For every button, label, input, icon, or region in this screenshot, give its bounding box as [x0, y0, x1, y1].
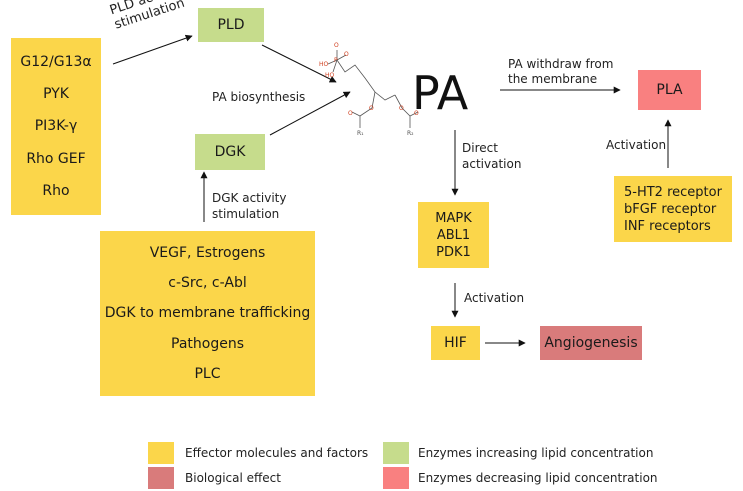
effector-dgk-trafficking: DGK to membrane trafficking — [104, 305, 311, 322]
effectors-box-pld: G12/G13α PYK PI3K-γ Rho GEF Rho — [11, 38, 101, 215]
direct-activation-label: Direct activation — [462, 141, 522, 171]
effectors-box-dgk: VEGF, Estrogens c-Src, c-Abl DGK to memb… — [100, 231, 315, 396]
effector-pyk: PYK — [43, 86, 69, 103]
svg-text:R₁: R₁ — [357, 130, 364, 137]
svg-text:O: O — [414, 110, 419, 117]
svg-text:O: O — [334, 42, 339, 49]
svg-text:O: O — [399, 105, 404, 112]
effector-plc: PLC — [194, 365, 221, 382]
receptor-5ht2: 5-HT2 receptor — [624, 184, 722, 200]
effector-vegf: VEGF, Estrogens — [149, 245, 266, 262]
svg-text:O: O — [344, 51, 349, 58]
kinase-pdk1: PDK1 — [436, 244, 471, 260]
activation-hif-label: Activation — [464, 291, 525, 305]
hif-box: HIF — [431, 326, 480, 360]
kinase-abl1: ABL1 — [436, 227, 471, 243]
effector-rho: Rho — [42, 182, 70, 199]
legend-swatch-effector — [148, 442, 174, 464]
legend-text-biological: Biological effect — [185, 471, 281, 485]
effector-g12-g13: G12/G13α — [20, 54, 92, 71]
kinase-mapk: MAPK — [435, 210, 472, 226]
legend-swatch-biological — [148, 467, 174, 489]
pa-withdraw-label: PA withdraw from the membrane — [508, 57, 614, 86]
receptors-box: 5-HT2 receptor bFGF receptor INF recepto… — [614, 176, 732, 242]
receptor-inf: INF receptors — [624, 218, 711, 234]
legend-text-effector: Effector molecules and factors — [185, 446, 369, 460]
arrow-pld-to-pa — [261, 44, 337, 83]
arrow-effectors-to-pld — [112, 34, 193, 65]
effector-csrc: c-Src, c-Abl — [168, 275, 247, 292]
svg-text:R₂: R₂ — [407, 130, 414, 137]
svg-text:HO: HO — [325, 72, 335, 79]
pa-molecule-structure — [327, 50, 419, 128]
legend-text-decreasing: Enzymes decreasing lipid concentration — [418, 471, 658, 485]
svg-text:O: O — [369, 105, 374, 112]
effector-pi3k: PI3K-γ — [34, 118, 78, 135]
pa-molecule-atoms: P O HO O HO O O O O R₁ R₂ — [319, 42, 419, 137]
receptor-bfgf: bFGF receptor — [624, 201, 717, 217]
legend-text-increasing: Enzymes increasing lipid concentration — [418, 446, 654, 460]
dgk-stimulation-label: DGK activity stimulation — [212, 191, 287, 221]
pa-label: PA — [412, 66, 469, 120]
svg-text:HO: HO — [319, 61, 329, 68]
legend-swatch-increasing — [383, 442, 409, 464]
arrow-dgk-to-pa — [269, 91, 351, 136]
svg-text:O: O — [348, 110, 353, 117]
pa-biosynthesis-label: PA biosynthesis — [212, 90, 306, 104]
svg-text:P: P — [334, 57, 338, 64]
legend-swatch-decreasing — [383, 467, 409, 489]
effector-pathogens: Pathogens — [171, 335, 244, 352]
angiogenesis-box: Angiogenesis — [540, 326, 642, 360]
kinases-box: MAPK ABL1 PDK1 — [418, 202, 489, 268]
activation-pla-label: Activation — [606, 138, 667, 152]
pld-box: PLD — [198, 8, 264, 42]
pla-box: PLA — [638, 70, 701, 110]
dgk-box: DGK — [195, 134, 265, 170]
effector-rho-gef: Rho GEF — [26, 150, 86, 167]
